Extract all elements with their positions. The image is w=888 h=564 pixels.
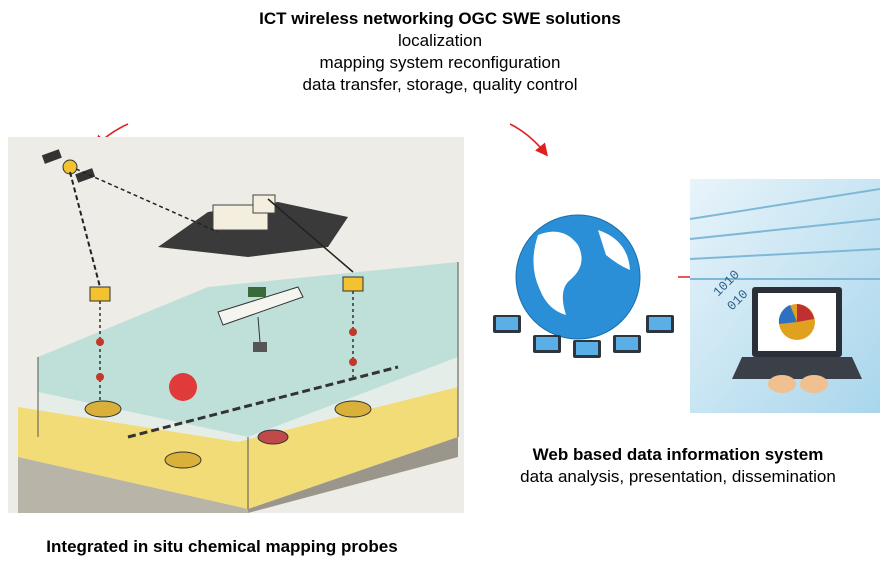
probes-title: Integrated in situ chemical mapping prob… [46,537,398,556]
shore-station-icon [212,194,276,231]
header-line-1: localization [397,31,483,50]
buoy-icon [89,286,111,402]
header-line-2: mapping system reconfiguration [319,53,561,72]
globe-network-illustration [478,195,678,413]
arrow-right [509,123,548,157]
header-block: ICT wireless networking OGC SWE solution… [190,8,690,96]
globe-icon [515,214,641,340]
satellite-icon [41,149,96,183]
header-title: ICT wireless networking OGC SWE solution… [259,9,621,28]
ship-icon [217,286,304,352]
laptop-icon [732,287,862,393]
probes-block: Integrated in situ chemical mapping prob… [0,536,444,558]
web-system-subtitle: data analysis, presentation, disseminati… [520,467,836,486]
sea-scene-illustration [8,137,464,513]
buoy-icon-right [342,276,364,377]
web-system-title: Web based data information system [532,445,824,464]
computer-data-illustration: 1010 010 [690,179,880,413]
header-line-3: data transfer, storage, quality control [302,75,578,94]
web-system-block: Web based data information system data a… [468,444,888,488]
